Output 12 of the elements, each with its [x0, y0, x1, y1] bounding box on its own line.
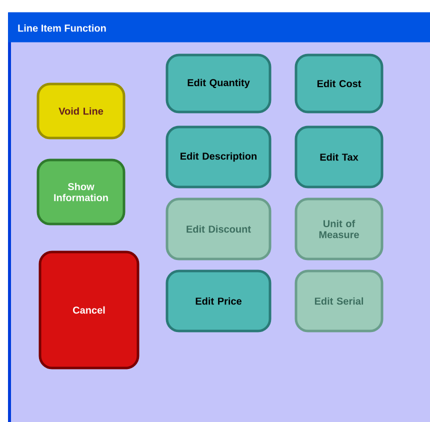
- button: Edit Tax: [294, 126, 384, 188]
- button: Edit Quantity: [166, 54, 272, 114]
- button: Edit Price: [166, 270, 272, 332]
- button: Void Line: [36, 82, 126, 140]
- button: Edit Description: [166, 126, 272, 188]
- disabled-button: Edit Serial: [294, 270, 384, 332]
- title-bar: Line Item Function: [8, 12, 430, 42]
- button: Show Information: [36, 158, 126, 226]
- disabled-button: Unit of Measure: [294, 198, 384, 260]
- button: Cancel: [38, 250, 140, 370]
- disabled-button: Edit Discount: [166, 198, 272, 260]
- button: Edit Cost: [294, 54, 384, 114]
